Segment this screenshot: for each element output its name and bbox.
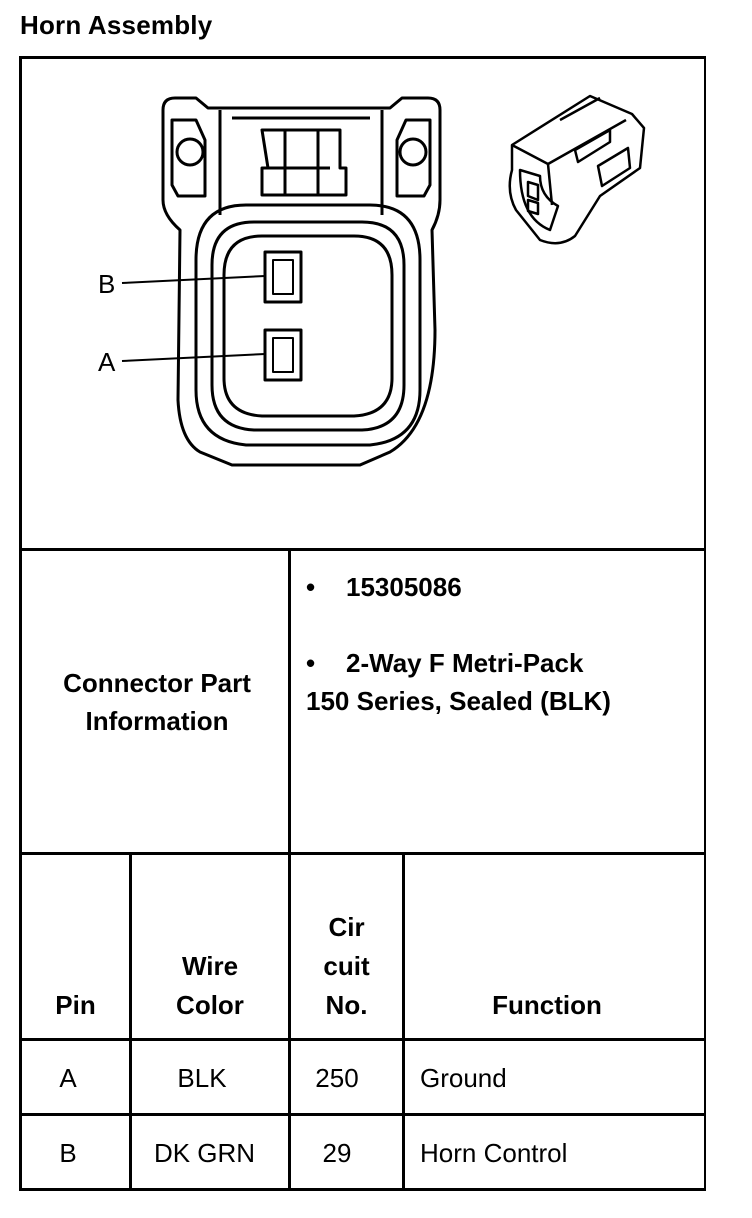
header-circuit-line3: No. (325, 990, 368, 1020)
header-circuit-no: Cir cuit No. (291, 908, 402, 1025)
connector-part-info-label-line1: Connector Part (63, 668, 251, 698)
pin-label-a: A (98, 347, 116, 377)
bullet-icon: • (306, 648, 316, 678)
connector-face-icon (121, 94, 646, 467)
divider (288, 852, 291, 1191)
divider (288, 548, 291, 852)
page-title: Horn Assembly (20, 10, 213, 40)
header-wire-color-line1: Wire (181, 951, 239, 981)
part-number: 15305086 (346, 572, 462, 602)
connector-part-info-label-line2: Information (85, 706, 229, 736)
table-row-a-circuit: 250 (315, 1063, 359, 1093)
table-row-b-function: Horn Control (420, 1138, 568, 1168)
table-row-b-wire-color: DK GRN (153, 1138, 256, 1168)
connector-isometric-icon (508, 94, 646, 245)
bullet-icon: • (306, 572, 316, 602)
connector-description-line1: 2-Way F Metri-Pack (346, 648, 584, 678)
connector-part-info-label: Connector Part Information (24, 552, 290, 852)
connector-diagram: B A (22, 59, 702, 549)
divider (402, 852, 405, 1191)
pin-label-b: B (98, 269, 116, 299)
table-row-b-pin: B (59, 1138, 77, 1168)
table-row-a-wire-color: BLK (177, 1063, 227, 1093)
connector-description-line2: 150 Series, Sealed (BLK) (306, 686, 611, 716)
divider (129, 852, 132, 1191)
header-wire-color: Wire Color (132, 947, 288, 1025)
header-function: Function (405, 986, 689, 1025)
table-row-a-function: Ground (420, 1063, 507, 1093)
header-pin: Pin (22, 986, 129, 1025)
header-circuit-line1: Cir (328, 912, 365, 942)
divider (19, 548, 706, 551)
divider (19, 1038, 706, 1041)
header-function-text: Function (492, 990, 602, 1020)
header-wire-color-line2: Color (176, 990, 244, 1020)
header-circuit-line2: cuit (323, 951, 370, 981)
divider (19, 1113, 706, 1116)
table-row-b-circuit: 29 (322, 1138, 352, 1168)
connector-table-frame (19, 56, 706, 1191)
table-row-a-pin: A (59, 1063, 77, 1093)
divider (19, 852, 706, 855)
header-pin-text: Pin (55, 990, 96, 1020)
